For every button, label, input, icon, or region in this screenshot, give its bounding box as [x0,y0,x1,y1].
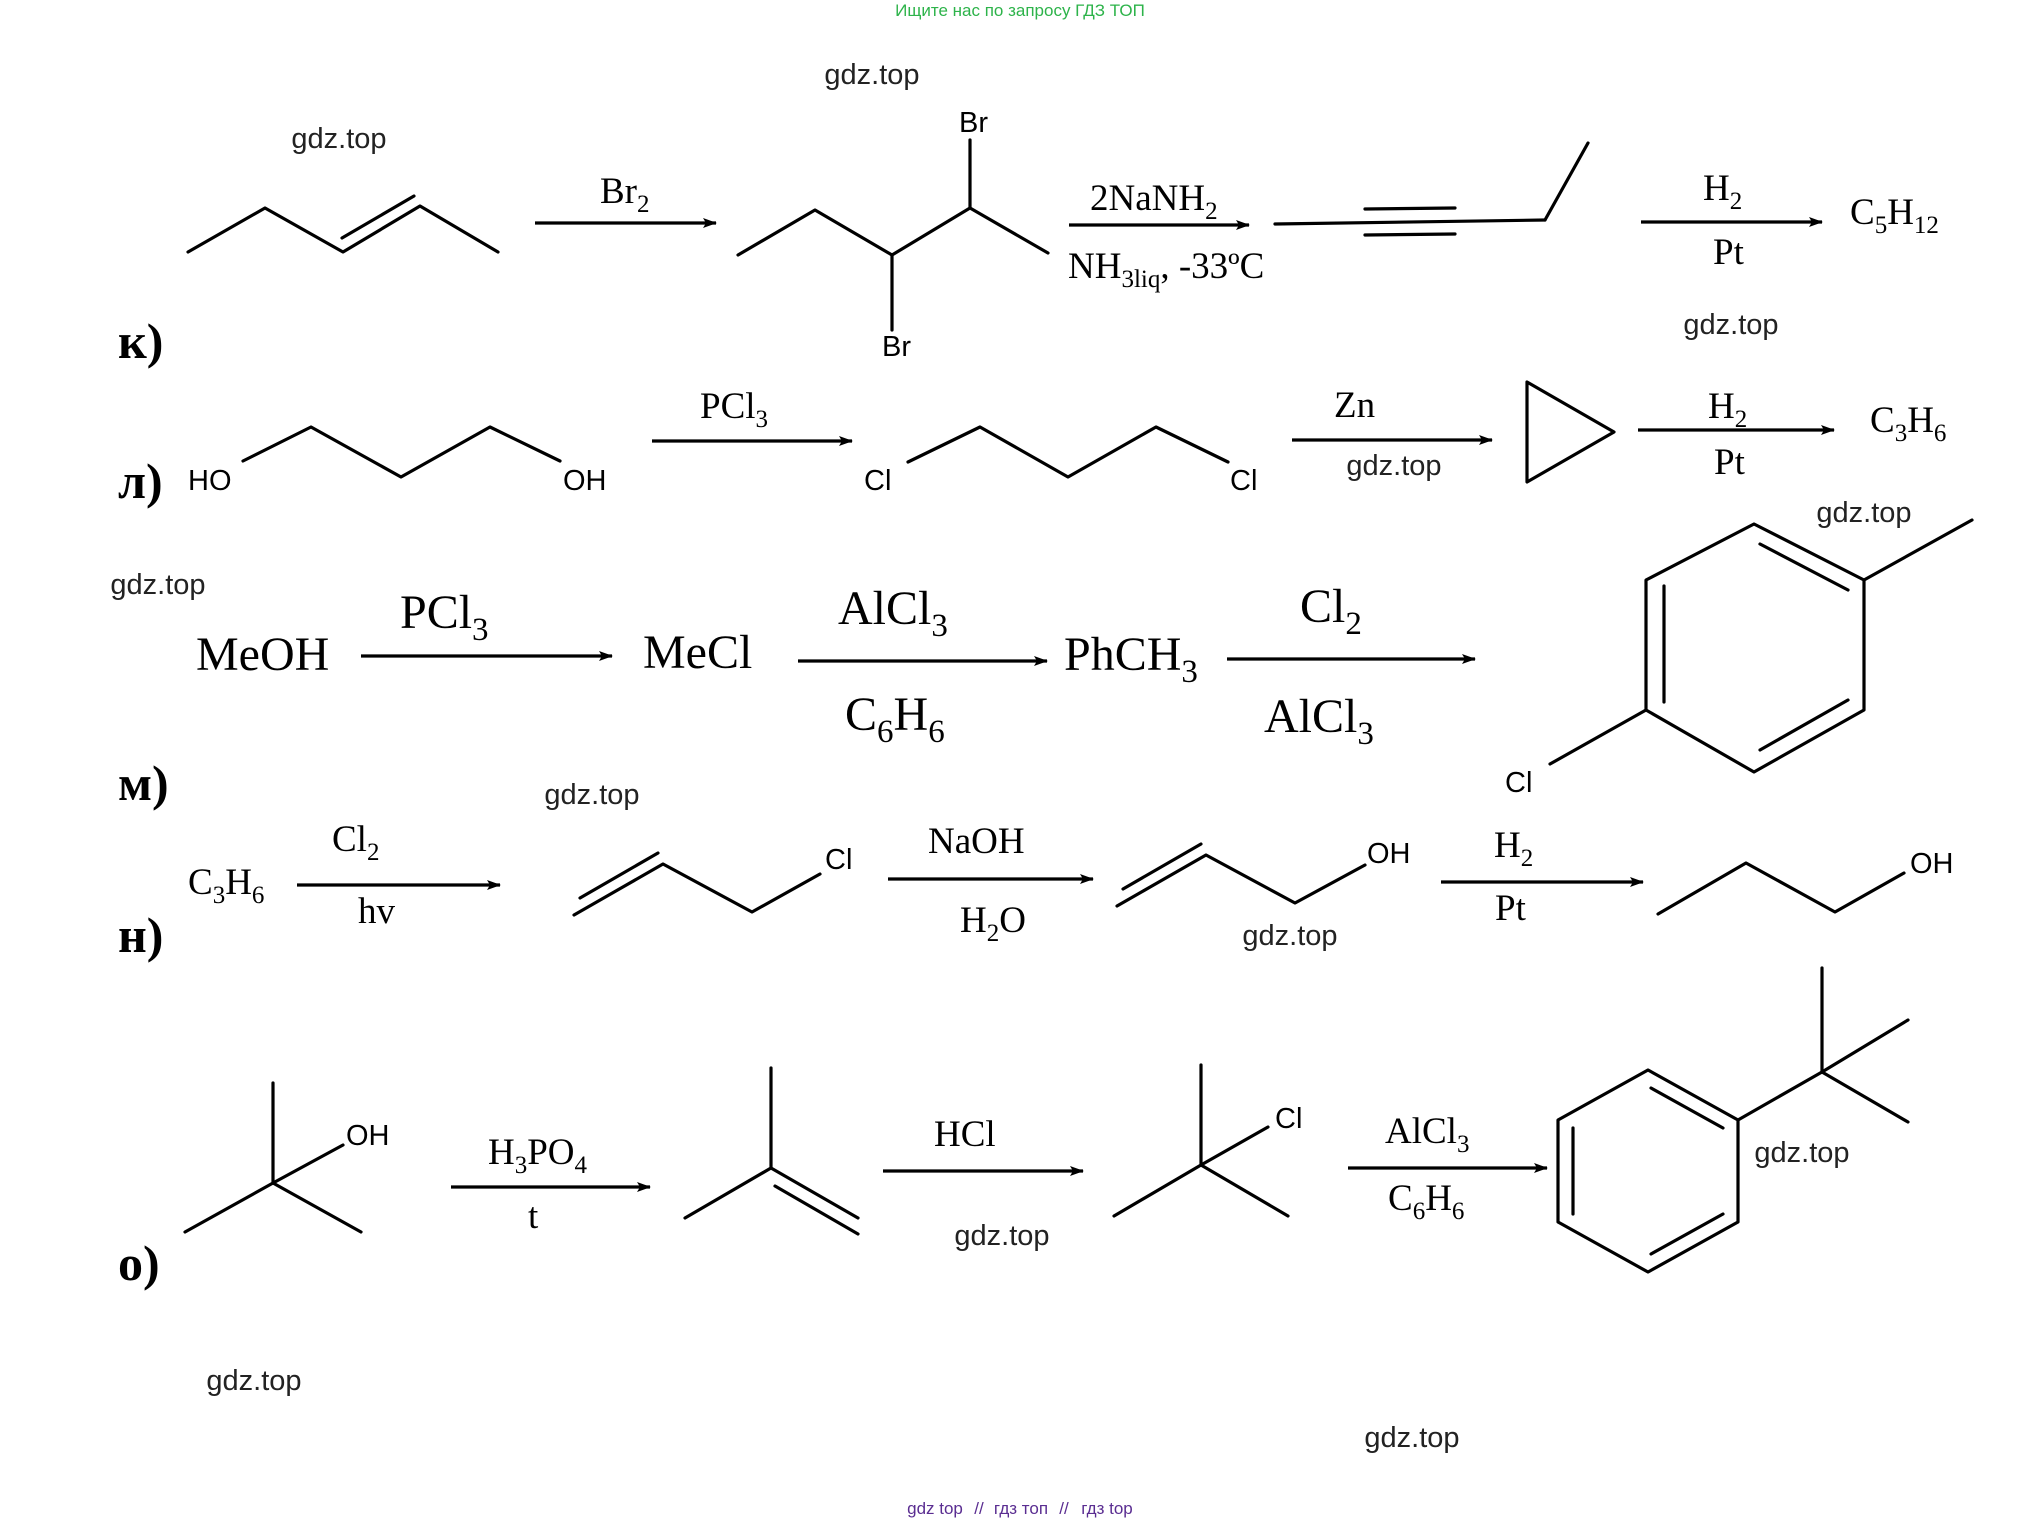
reagent-label: Zn [1334,385,1375,426]
reagent-label: AlCl3 [838,582,948,644]
reagent-label: H2 [1494,825,1533,872]
pentyne-structure [1273,141,1590,237]
atom-bromine: Br [959,107,988,139]
atom-bromine: Br [882,331,911,363]
intermediate-compound: MeCl [643,626,752,679]
reagent-label: H3PO4 [488,1132,588,1179]
footer-link-gdz-top-ru[interactable]: гдз топ [994,1499,1048,1518]
watermark: gdz.top [954,1220,1049,1252]
reagent-label: PCl3 [400,586,489,648]
reagent-label: C6H6 [845,688,945,750]
footer-separator: // [974,1499,984,1518]
atom-hydroxyl: OH [346,1120,390,1152]
reagent-label: Pt [1495,888,1527,929]
atom-hydroxyl: OH [563,465,607,497]
atom-chlorine: Cl [825,844,852,876]
watermark: gdz.top [1242,920,1337,952]
reagent-label: Cl2 [1300,580,1362,642]
start-compound: MeOH [196,628,329,681]
dichloropropane-structure [906,425,1230,479]
watermark: gdz.top [1364,1422,1459,1454]
footer-separator: // [1059,1499,1069,1518]
tert-butyl-chloride-structure [1112,1063,1290,1218]
reagent-label: Pt [1713,232,1745,273]
reagent-label: Pt [1714,442,1746,483]
row-label: к) [118,313,163,369]
reagent-label: hv [358,891,396,932]
intermediate-compound: PhCH3 [1064,628,1198,690]
reaction-row-o: о) OH H3PO4 t HCl Cl AlCl3 C [118,966,1910,1291]
reagent-label: C6H6 [1388,1178,1464,1225]
watermarks: gdz.top gdz.top gdz.top gdz.top gdz.top … [110,59,1911,1454]
product-formula: C5H12 [1850,192,1939,239]
watermark: gdz.top [544,779,639,811]
atom-chlorine: Cl [864,465,891,497]
atom-chlorine: Cl [1505,767,1532,799]
reagent-label: NaOH [928,821,1025,862]
watermark: gdz.top [1683,309,1778,341]
reagent-label: H2 [1708,386,1747,433]
propanediol-structure [241,425,562,479]
footer-links: gdz top // гдз топ // гдз top [907,1499,1133,1518]
reaction-row-m: м) MeOH PCl3 MeCl AlCl3 C6H6 PhCH3 Cl2 A… [118,518,1974,811]
reagent-label: H2O [960,900,1026,947]
row-label: н) [118,907,163,963]
row-label: о) [118,1235,160,1291]
atom-hydroxyl: OH [1910,848,1954,880]
reagent-label: HCl [934,1114,996,1155]
product-formula: C3H6 [1870,400,1946,447]
reagent-label: t [528,1196,539,1237]
reaction-row-l: л) HO OH PCl3 Cl Cl Zn H2 Pt C3H6 [118,380,1946,509]
isobutylene-structure [683,1066,860,1236]
tert-butanol-structure [183,1081,363,1234]
row-label: л) [118,453,163,509]
watermark: gdz.top [824,59,919,91]
watermark: gdz.top [206,1365,301,1397]
reagent-label: AlCl3 [1264,690,1374,752]
reaction-row-n: н) C3H6 Cl2 hv Cl NaOH H2O OH H2 Pt OH [118,819,1954,963]
reaction-row-k: к) Br2 Br Br 2NaNH2 NH3liq, -33ºC H2 Pt … [118,107,1939,369]
atom-hydroxyl: OH [1367,838,1411,870]
allyl-chloride-structure [572,851,822,917]
row-label: м) [118,755,169,811]
dibromopentane-structure [736,138,1050,332]
reagent-label: H2 [1703,168,1742,215]
watermark: gdz.top [110,569,205,601]
footer-link-gdz-top-mixed[interactable]: гдз top [1081,1499,1133,1518]
pentene-structure [186,194,500,254]
cyclopropane-structure [1525,380,1616,484]
allyl-alcohol-structure [1115,842,1367,908]
reagent-label: 2NaNH2 [1090,178,1218,225]
atom-hydroxyl: HO [188,465,232,497]
reagent-label: Cl2 [332,819,379,866]
reagent-label: AlCl3 [1385,1111,1469,1158]
start-compound: C3H6 [188,862,264,909]
watermark: gdz.top [1346,450,1441,482]
watermark: gdz.top [1816,497,1911,529]
reagent-label: NH3liq, -33ºC [1068,246,1264,293]
watermark: gdz.top [1754,1137,1849,1169]
atom-chlorine: Cl [1230,465,1257,497]
chlorotoluene-structure [1548,518,1974,774]
watermark: gdz.top [291,123,386,155]
reagent-label: Br2 [600,171,650,218]
tert-butylbenzene-structure [1556,966,1910,1274]
footer-link-gdz-top[interactable]: gdz top [907,1499,963,1518]
atom-chlorine: Cl [1275,1103,1302,1135]
propanol-structure [1656,861,1906,916]
reagent-label: PCl3 [700,386,768,433]
header-search-link[interactable]: Ищите нас по запросу ГДЗ ТОП [895,1,1145,20]
